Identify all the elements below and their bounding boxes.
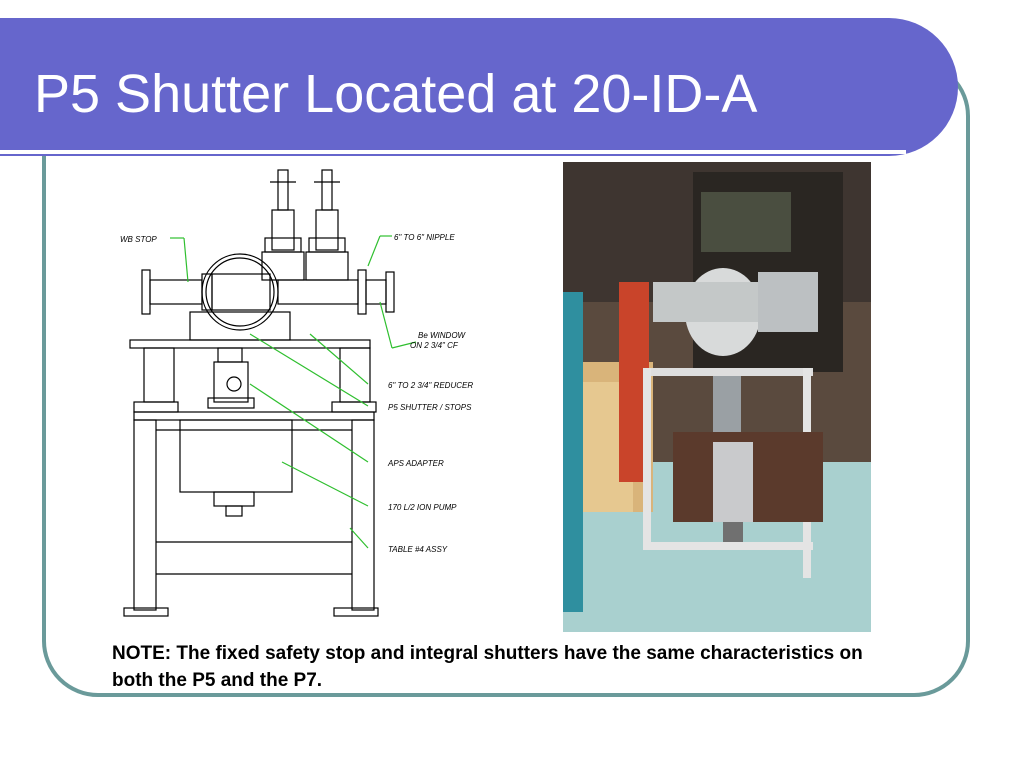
note-text: NOTE: The fixed safety stop and integral… [112, 643, 863, 691]
label-table: TABLE #4 ASSY [388, 545, 448, 554]
label-be-window-2: ON 2 3/4" CF [410, 341, 459, 350]
title-bar: P5 Shutter Located at 20-ID-A [0, 18, 958, 156]
label-shutter: P5 SHUTTER / STOPS [388, 403, 472, 412]
label-ion-pump: 170 L/2 ION PUMP [388, 503, 457, 512]
label-reducer: 6" TO 2 3/4" REDUCER [388, 381, 473, 390]
equipment-photo [563, 162, 871, 632]
page-title: P5 Shutter Located at 20-ID-A [34, 64, 758, 124]
label-adapter: APS ADAPTER [387, 459, 444, 468]
label-be-window-1: Be WINDOW [418, 331, 467, 340]
label-nipple: 6" TO 6" NIPPLE [394, 233, 455, 242]
technical-drawing: WB STOP 6" TO 6" NIPPLE Be WINDOW ON 2 3… [120, 169, 473, 617]
title-underline [0, 150, 906, 154]
label-wb-stop: WB STOP [120, 235, 157, 244]
